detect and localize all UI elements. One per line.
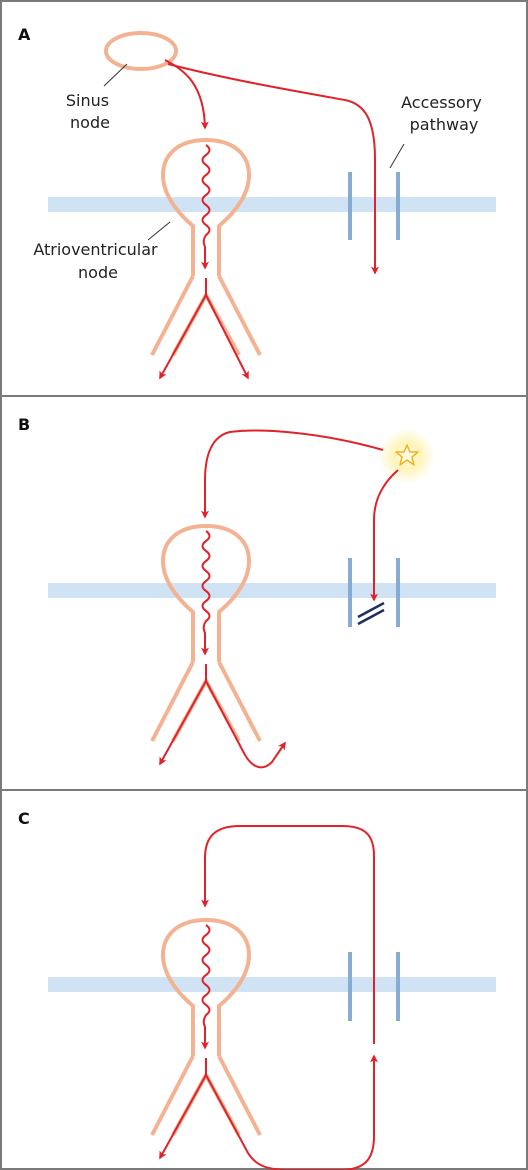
av-node-outline bbox=[161, 918, 251, 1056]
panel-label-c: C bbox=[18, 809, 30, 828]
right-bundle-branch-outer bbox=[217, 275, 262, 356]
sinus-to-av-arrow bbox=[164, 59, 209, 130]
av-node-outline bbox=[161, 524, 251, 662]
av-septum-band bbox=[48, 583, 496, 598]
sinus-node-label: Sinus node bbox=[66, 91, 114, 132]
ectopic-focus-star-icon bbox=[395, 444, 419, 466]
av-node-outline bbox=[161, 138, 251, 276]
right-bundle-conduction-arrow bbox=[205, 294, 249, 380]
ectopic-to-av-arrow bbox=[201, 429, 384, 519]
bundle-branch-inner bbox=[171, 293, 241, 356]
reentry-retrograde-arrow bbox=[205, 1054, 378, 1170]
sinus-node bbox=[104, 31, 178, 71]
right-bundle-return-arrow bbox=[205, 680, 286, 769]
conduction-paths-b bbox=[159, 429, 399, 769]
av-node-delay-wave bbox=[201, 144, 211, 270]
bundle-branch-inner bbox=[171, 1073, 241, 1136]
accessory-pathway-conduction-arrow bbox=[167, 63, 379, 275]
panel-c: C bbox=[18, 809, 496, 1170]
av-node-label: Atrioventricular node bbox=[33, 240, 162, 282]
conduction-paths-c bbox=[159, 825, 378, 1170]
av-septum-band bbox=[48, 197, 496, 212]
panel-label-b: B bbox=[18, 415, 30, 434]
av-septum-band bbox=[48, 977, 496, 992]
panel-a: A Sinus node Accessory pathway bbox=[18, 25, 496, 380]
ectopic-to-pathway-arrow bbox=[370, 469, 399, 602]
av-node-delay-wave bbox=[201, 924, 211, 1050]
panel-label-a: A bbox=[18, 25, 31, 44]
right-bundle-branch-outer bbox=[217, 661, 262, 742]
left-bundle-branch-outer bbox=[150, 661, 195, 742]
bundle-branch-inner bbox=[171, 679, 241, 742]
leader-lines bbox=[103, 63, 405, 241]
av-node-delay-wave bbox=[201, 530, 211, 656]
right-bundle-branch-outer bbox=[217, 1055, 262, 1136]
left-bundle-branch-outer bbox=[150, 1055, 195, 1136]
reentry-loop-arrow bbox=[201, 825, 375, 1044]
conduction-paths-a bbox=[159, 59, 379, 380]
panel-b: B bbox=[18, 415, 496, 769]
left-bundle-branch-outer bbox=[150, 275, 195, 356]
conduction-block-icon bbox=[357, 601, 385, 626]
accessory-pathway-label: Accessory pathway bbox=[401, 93, 487, 134]
